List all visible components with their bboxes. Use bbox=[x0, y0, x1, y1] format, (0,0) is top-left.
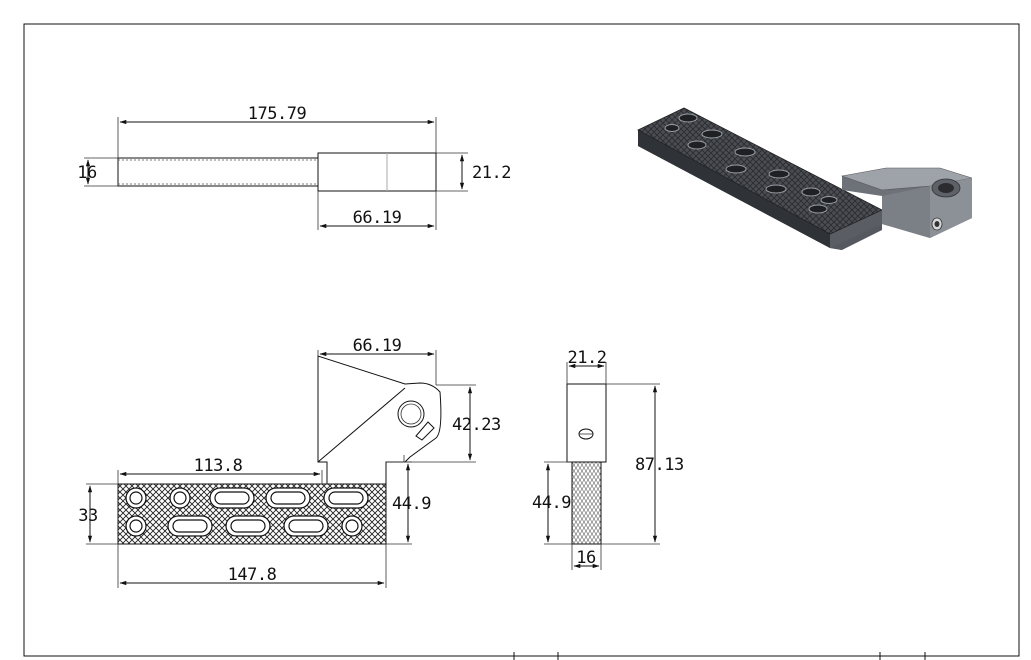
front-view: 66.19 42.23 113.8 33 44.9 147.8 bbox=[78, 336, 501, 588]
isometric-3d-model-icon bbox=[637, 107, 973, 250]
dim-front-plate-height: 33 bbox=[78, 506, 97, 526]
sheet-border bbox=[23, 23, 1020, 660]
dim-front-bracket-length: 66.19 bbox=[353, 336, 402, 356]
dim-front-plate-to-bracket: 113.8 bbox=[194, 456, 243, 476]
dim-side-bracket-width: 21.2 bbox=[568, 348, 607, 368]
dim-front-step-height: 44.9 bbox=[392, 494, 431, 514]
dim-top-bracket-length: 66.19 bbox=[353, 208, 402, 228]
dim-top-left-height: 16 bbox=[77, 163, 97, 183]
dim-front-bracket-height: 42.23 bbox=[452, 415, 501, 435]
dim-front-plate-length: 147.8 bbox=[228, 565, 277, 585]
top-view: 175.79 16 21.2 66.19 bbox=[77, 104, 511, 230]
dim-top-overall-length: 175.79 bbox=[248, 104, 307, 124]
side-view: 21.2 87.13 44.9 16 bbox=[532, 348, 684, 570]
dim-top-right-height: 21.2 bbox=[472, 163, 511, 183]
dim-side-lower-height: 44.9 bbox=[532, 493, 571, 513]
dim-side-lower-width: 16 bbox=[576, 548, 596, 568]
dim-side-total-height: 87.13 bbox=[635, 455, 684, 475]
